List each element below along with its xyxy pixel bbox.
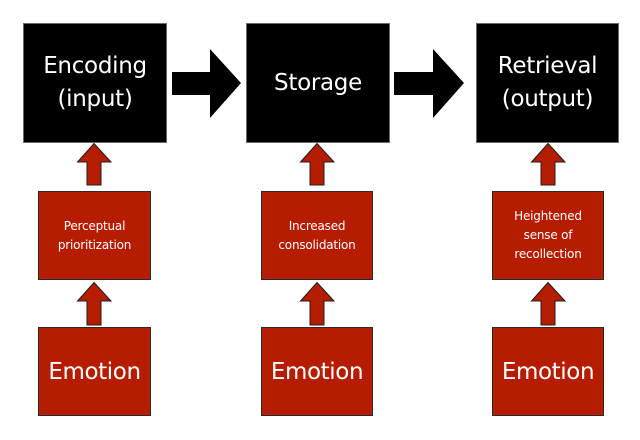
factor-heightened-recollection-label: Heightened sense of recollection	[514, 209, 582, 261]
factor-increased-consolidation-label: Increased consolidation	[278, 218, 356, 252]
emotion-label: Emotion	[501, 358, 595, 385]
stage-encoding: Encoding (input)	[24, 24, 166, 142]
stage-encoding-label: Encoding (input)	[43, 53, 147, 112]
emotion-label: Emotion	[48, 358, 141, 385]
up-arrow-icon	[530, 281, 567, 326]
flow-arrow-encoding-to-storage	[172, 49, 241, 118]
influence-arrow-emotion-to-perceptual	[76, 281, 113, 326]
influence-arrow-emotion-to-consolidation	[299, 281, 336, 326]
right-arrow-icon	[394, 49, 464, 118]
up-arrow-icon	[299, 281, 336, 326]
up-arrow-icon	[76, 281, 113, 326]
flow-arrow-storage-to-retrieval	[394, 49, 464, 118]
stage-retrieval-label: Retrieval (output)	[497, 53, 598, 112]
up-arrow-icon	[76, 142, 113, 186]
emotion-box-retrieval: Emotion	[492, 327, 604, 416]
stage-storage: Storage	[247, 24, 389, 142]
influence-arrow-emotion-to-recollection	[530, 281, 567, 326]
factor-increased-consolidation: Increased consolidation	[261, 191, 373, 280]
stage-retrieval: Retrieval (output)	[477, 24, 618, 142]
stage-storage-label: Storage	[274, 69, 362, 96]
right-arrow-icon	[172, 49, 241, 118]
up-arrow-icon	[530, 142, 567, 186]
up-arrow-icon	[299, 142, 336, 186]
factor-perceptual-prioritization: Perceptual prioritization	[38, 191, 151, 280]
emotion-label: Emotion	[270, 358, 364, 385]
influence-arrow-to-retrieval	[530, 142, 567, 186]
factor-heightened-recollection: Heightened sense of recollection	[492, 191, 604, 280]
emotion-box-storage: Emotion	[261, 327, 373, 416]
influence-arrow-to-storage	[299, 142, 336, 186]
influence-arrow-to-encoding	[76, 142, 113, 186]
emotion-box-encoding: Emotion	[38, 327, 151, 416]
factor-perceptual-prioritization-label: Perceptual prioritization	[57, 218, 132, 252]
